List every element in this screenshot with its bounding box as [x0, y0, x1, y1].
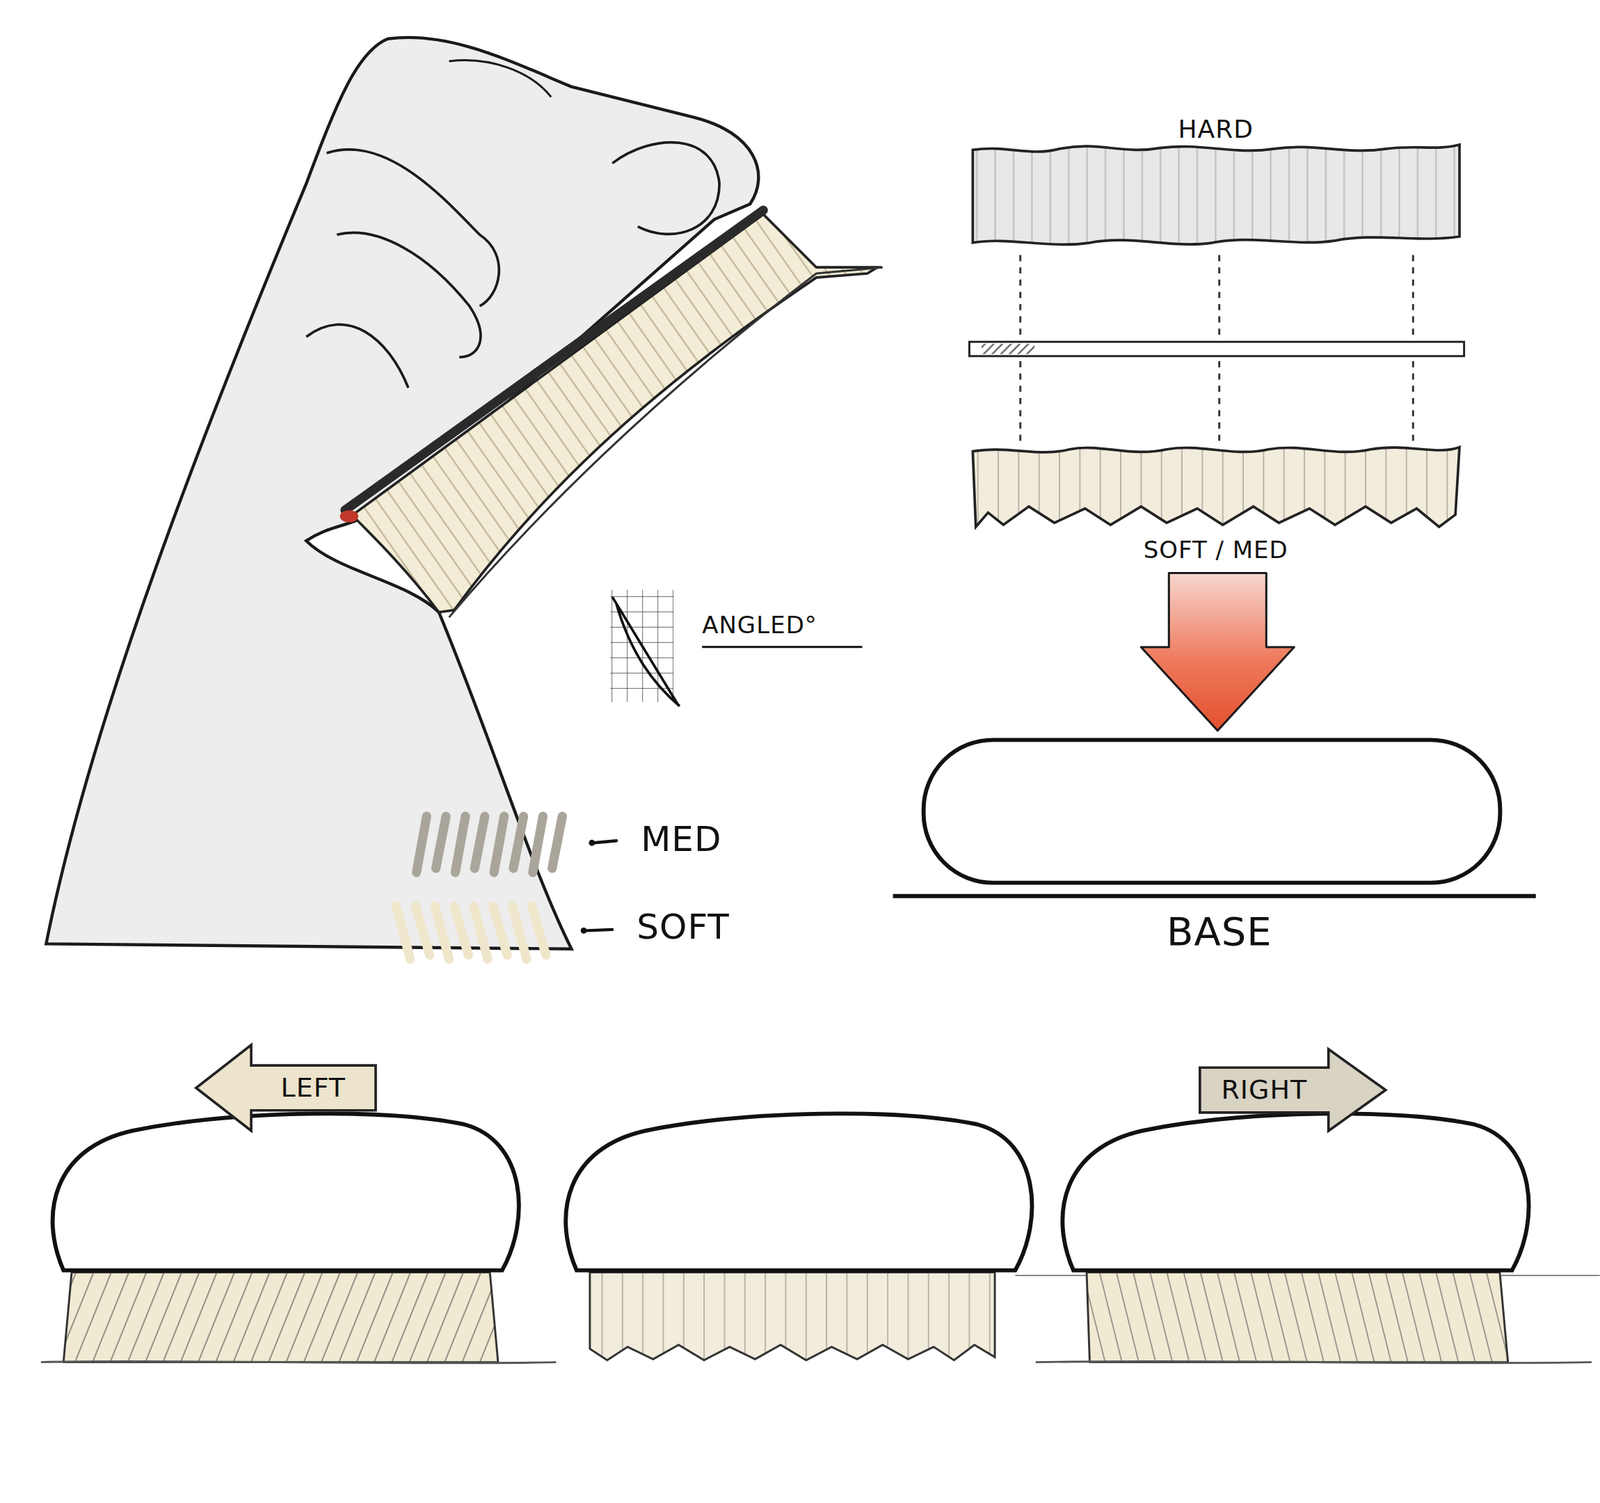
outline-shape — [972, 446, 1460, 526]
ground-line — [1035, 1360, 1592, 1363]
swatch-stroke — [415, 905, 430, 955]
outline-shape — [196, 1044, 376, 1131]
legend-swatches — [395, 816, 563, 959]
dashed-guide — [1412, 361, 1415, 443]
outline-shape — [1200, 1049, 1386, 1131]
outline-shape — [892, 893, 1536, 899]
node-label: BASE — [1166, 909, 1273, 954]
legend-dot — [588, 839, 595, 846]
assembly-arrow — [1140, 573, 1294, 732]
outline-shape — [972, 144, 1460, 245]
bristle-block: HARD — [967, 114, 1465, 252]
swatch-stroke — [395, 905, 411, 959]
swatch-stroke — [473, 905, 489, 959]
finger-line — [336, 232, 481, 357]
plate-hatch — [981, 343, 1035, 355]
dashed-guide — [1019, 255, 1022, 339]
swatch-stroke — [454, 816, 466, 873]
node-label: LEFT — [280, 1073, 346, 1103]
legend-swatch — [395, 905, 547, 959]
outline-shape — [923, 739, 1500, 883]
legend-label: SOFT — [636, 907, 730, 947]
swatch-stroke — [493, 816, 505, 873]
plate — [969, 341, 1464, 357]
legend-leader — [587, 929, 613, 931]
annotation-label: ANGLED° — [701, 612, 818, 638]
dashed-guide — [1218, 361, 1221, 443]
swatch-stroke — [435, 816, 446, 869]
brush-bristles — [352, 214, 878, 613]
swatch-stroke — [474, 816, 485, 869]
finger-line — [326, 149, 500, 307]
brush-bristles — [589, 1272, 995, 1360]
legend-leader — [594, 840, 617, 843]
ground-line — [41, 1360, 557, 1363]
swatch-stroke — [513, 816, 524, 869]
swatch-stroke — [434, 905, 450, 959]
node-label: SOFT / MED — [1143, 537, 1289, 563]
surface-line — [449, 267, 883, 618]
text-slot: RIGHT — [1200, 1067, 1329, 1113]
brush-bristles — [1086, 1272, 1509, 1363]
node-label: RIGHT — [1220, 1075, 1308, 1105]
legend-label: MED — [640, 820, 722, 859]
direction-arrow: RIGHT — [1195, 1044, 1390, 1133]
swatch-stroke — [531, 905, 547, 955]
swatch-stroke — [512, 905, 527, 959]
swatch-stroke — [493, 905, 508, 955]
brush-back — [345, 210, 764, 510]
swatch-stroke — [454, 905, 469, 955]
finger-line — [306, 324, 409, 388]
node-label: HARD — [1178, 115, 1254, 144]
brush-body — [1062, 1113, 1529, 1270]
brush-bristles — [63, 1272, 499, 1363]
text-slot: LEFT — [251, 1065, 376, 1111]
text-slot: SOFT / MED — [967, 532, 1465, 568]
label-underline — [701, 645, 862, 648]
legend-dot — [580, 927, 588, 934]
dashed-guide — [1218, 255, 1221, 339]
angle-line — [612, 596, 680, 707]
legend-swatch — [416, 816, 563, 873]
brush-body — [52, 1113, 519, 1270]
text-slot: HARD — [967, 114, 1465, 145]
brush-tip — [340, 509, 359, 523]
thumb-line — [612, 142, 720, 235]
brush-body — [565, 1113, 1032, 1270]
direction-arrow: LEFT — [192, 1040, 380, 1135]
base-shape: BASE — [898, 734, 1541, 962]
text-slot: BASE — [898, 902, 1541, 962]
dashed-guide — [1019, 361, 1022, 443]
dashed-guide — [1412, 255, 1415, 339]
swatch-stroke — [552, 816, 563, 869]
swatch-stroke — [532, 816, 544, 873]
swatch-stroke — [416, 816, 428, 873]
bristle-block: SOFT / MED — [967, 441, 1465, 568]
finger-line — [449, 60, 552, 98]
